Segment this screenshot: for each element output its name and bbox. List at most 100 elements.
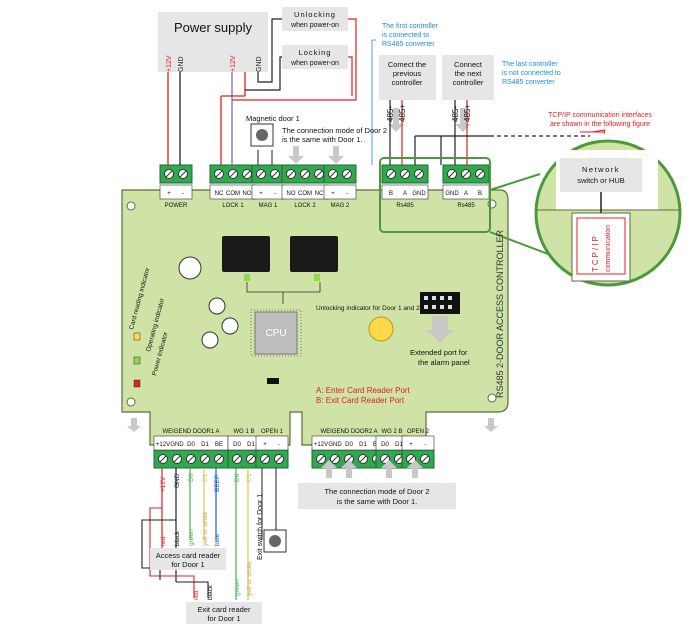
enter-reader-port-label: A: Enter Card Reader Port <box>316 386 411 395</box>
capacitor <box>178 256 202 280</box>
exit-reader-label: Exit card reader <box>198 605 251 614</box>
pin-label: +12V <box>314 442 328 448</box>
rs485-highlight <box>379 157 491 233</box>
wire-color-black: black <box>207 584 214 600</box>
power-led <box>133 379 141 388</box>
access-reader-label: for Door 1 <box>171 560 204 569</box>
tcpip-note: are shown in the following figure <box>550 121 650 128</box>
tcpip-module-label: TCP/IP <box>591 234 600 272</box>
led-indicator <box>314 274 320 281</box>
power-supply-box <box>158 12 268 72</box>
wire-color-green: green <box>188 529 195 546</box>
pin-label: + <box>259 191 263 197</box>
psu2-gnd-label: GND <box>256 56 263 72</box>
wire-d0-label: D0 <box>188 473 195 482</box>
pin-label: COM <box>298 191 312 197</box>
connect-next-label: Connect <box>454 60 483 69</box>
terminal-label: MAG 2 <box>331 203 350 209</box>
unlock-box <box>282 7 348 31</box>
rs485-plus-label: 485+ <box>398 104 407 122</box>
capacitor <box>221 317 239 335</box>
pin-label: B <box>389 191 393 197</box>
exit-switch-label: Exit switch for Door 1 <box>257 494 264 560</box>
psu2-12v-label: +12V <box>230 55 237 72</box>
pin-label: GND <box>328 442 342 448</box>
pin-label: + <box>331 191 335 197</box>
pin-label: NO <box>243 191 252 197</box>
pin-label: B <box>478 191 482 197</box>
exit-reader-port-label: B: Exit Card Reader Port <box>316 396 405 405</box>
terminal-label: WG 2 B <box>381 429 402 435</box>
terminal-label: Rs485 <box>396 203 414 209</box>
pin-label: D1 <box>201 442 209 448</box>
pin-label: + <box>167 191 171 197</box>
rs485-minus-label: 485- <box>386 106 395 122</box>
connect-previous-label: controller <box>392 78 423 87</box>
terminal-label: Rs485 <box>457 203 475 209</box>
wire-12v-label: +12V <box>160 476 167 492</box>
connect-previous-box <box>379 55 436 100</box>
rs485-minus-label: 485- <box>451 106 460 122</box>
unlock-indicator-label: Unlocking indicator for Door 1 and 2 <box>316 305 420 312</box>
rs485-plus-label: 485+ <box>463 104 472 122</box>
last-controller-note: RS485 converter <box>502 79 555 86</box>
card-reading-led <box>133 332 141 341</box>
pin-label: - <box>424 442 426 448</box>
pin-label: D1 <box>395 442 403 448</box>
mount-hole <box>126 397 136 407</box>
first-controller-note: The first controller <box>382 23 439 30</box>
wire-color-white: yell or white <box>202 511 209 546</box>
pin-label: NC <box>315 191 324 197</box>
pin-label: + <box>409 442 413 448</box>
wire-color-red: red <box>160 536 167 546</box>
pin-label: D0 <box>345 442 353 448</box>
pin-label: - <box>274 191 276 197</box>
pin-label: NC <box>215 191 224 197</box>
terminal-label: LOCK 1 <box>222 203 244 209</box>
network-switch-label: Network <box>582 165 620 174</box>
pin-label: GND <box>170 442 184 448</box>
psu-12v-label: +12V <box>166 55 173 72</box>
terminal-label: OPEN 2 <box>407 429 430 435</box>
first-controller-note: RS485 converter <box>382 41 435 48</box>
pin-label: - <box>346 191 348 197</box>
connect-previous-label: Comect the <box>388 60 426 69</box>
open2-terminal: + - OPEN 2 <box>401 429 435 469</box>
magnetic-door-label: Magnetic door 1 <box>246 114 300 123</box>
extended-port-label: the alarm panel <box>418 358 470 367</box>
pin-label: - <box>278 442 280 448</box>
connect-previous-label: previous <box>393 69 422 78</box>
cpu-label: CPU <box>265 328 286 339</box>
pin-label: D1 <box>247 442 255 448</box>
wire-d1-label: D1 <box>246 473 253 482</box>
door2-note-top: is the same with Door 1. <box>282 135 362 144</box>
terminal-label: WEIGEND DOOR1 A <box>162 429 219 435</box>
wire-color-black: black <box>174 530 181 546</box>
pin-label: +12V <box>156 442 170 448</box>
power-terminal: +-POWER <box>159 164 193 209</box>
exit-reader-box <box>186 602 262 624</box>
wg1b-terminal: D0 D1 WG 1 B <box>227 429 261 469</box>
connect-next-label: controller <box>453 78 484 87</box>
terminal-label: POWER <box>165 203 188 209</box>
door2-note-top: The connection mode of Door 2 <box>282 126 387 135</box>
unlock-label-sub: when power-on <box>290 22 339 29</box>
mount-hole <box>126 201 136 211</box>
lock-label-sub: when power-on <box>290 60 339 67</box>
mount-hole <box>487 393 497 403</box>
pin-label: D1 <box>359 442 367 448</box>
pin-label: NO <box>287 191 296 197</box>
capacitor <box>208 297 226 315</box>
relay-1 <box>222 236 270 272</box>
terminal-label: WG 1 B <box>233 429 254 435</box>
pin-label: D0 <box>233 442 241 448</box>
exit-reader-label: for Door 1 <box>207 614 240 623</box>
access-reader-label: Access card reader <box>156 551 221 560</box>
tcpip-note: TCP/IP communication interfaces <box>548 112 652 119</box>
